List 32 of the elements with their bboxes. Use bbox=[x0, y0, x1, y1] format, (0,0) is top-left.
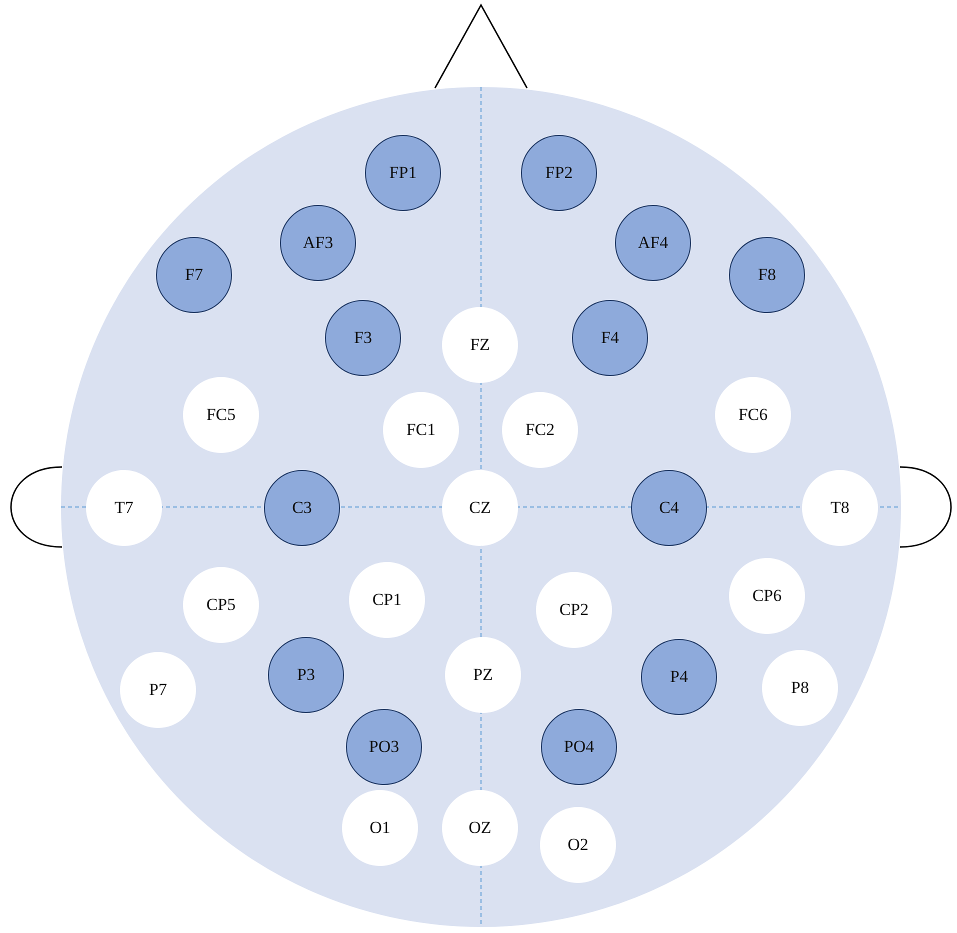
electrode-label: PO4 bbox=[564, 737, 594, 757]
electrode-label: T7 bbox=[114, 498, 134, 518]
electrode-label: F4 bbox=[601, 328, 619, 348]
electrode-label: P4 bbox=[670, 667, 688, 687]
electrode-label: CP2 bbox=[559, 600, 589, 620]
electrode-label: FC6 bbox=[738, 405, 768, 425]
electrode-label: PZ bbox=[473, 665, 493, 685]
electrode-label: FZ bbox=[470, 335, 490, 355]
electrode-label: AF3 bbox=[302, 233, 334, 253]
electrode-label: P8 bbox=[791, 678, 809, 698]
electrode-label: P3 bbox=[297, 665, 315, 685]
electrode-label: FC5 bbox=[206, 405, 236, 425]
electrode-label: PO3 bbox=[368, 737, 400, 757]
electrode-label: OZ bbox=[468, 818, 492, 838]
electrode-label: CP5 bbox=[206, 595, 236, 615]
electrode-label: C3 bbox=[292, 498, 312, 518]
electrode-label: FP1 bbox=[389, 163, 417, 183]
electrode-label: CZ bbox=[469, 498, 491, 518]
electrode-label: F8 bbox=[758, 265, 776, 285]
electrode-label: T8 bbox=[830, 498, 850, 518]
electrode-label: F3 bbox=[354, 328, 372, 348]
electrode-label: O1 bbox=[370, 818, 390, 838]
electrode-label: O2 bbox=[568, 835, 588, 855]
electrode-label: AF4 bbox=[638, 233, 668, 253]
electrode-label: C4 bbox=[659, 498, 679, 518]
electrode-label: P7 bbox=[149, 680, 167, 700]
electrode-label: FC2 bbox=[525, 420, 555, 440]
electrode-label: CP6 bbox=[752, 586, 782, 606]
electrode-label: FP2 bbox=[545, 163, 573, 183]
electrode-label: CP1 bbox=[372, 590, 402, 610]
electrode-label: F7 bbox=[185, 265, 203, 285]
electrode-label: FC1 bbox=[406, 420, 436, 440]
